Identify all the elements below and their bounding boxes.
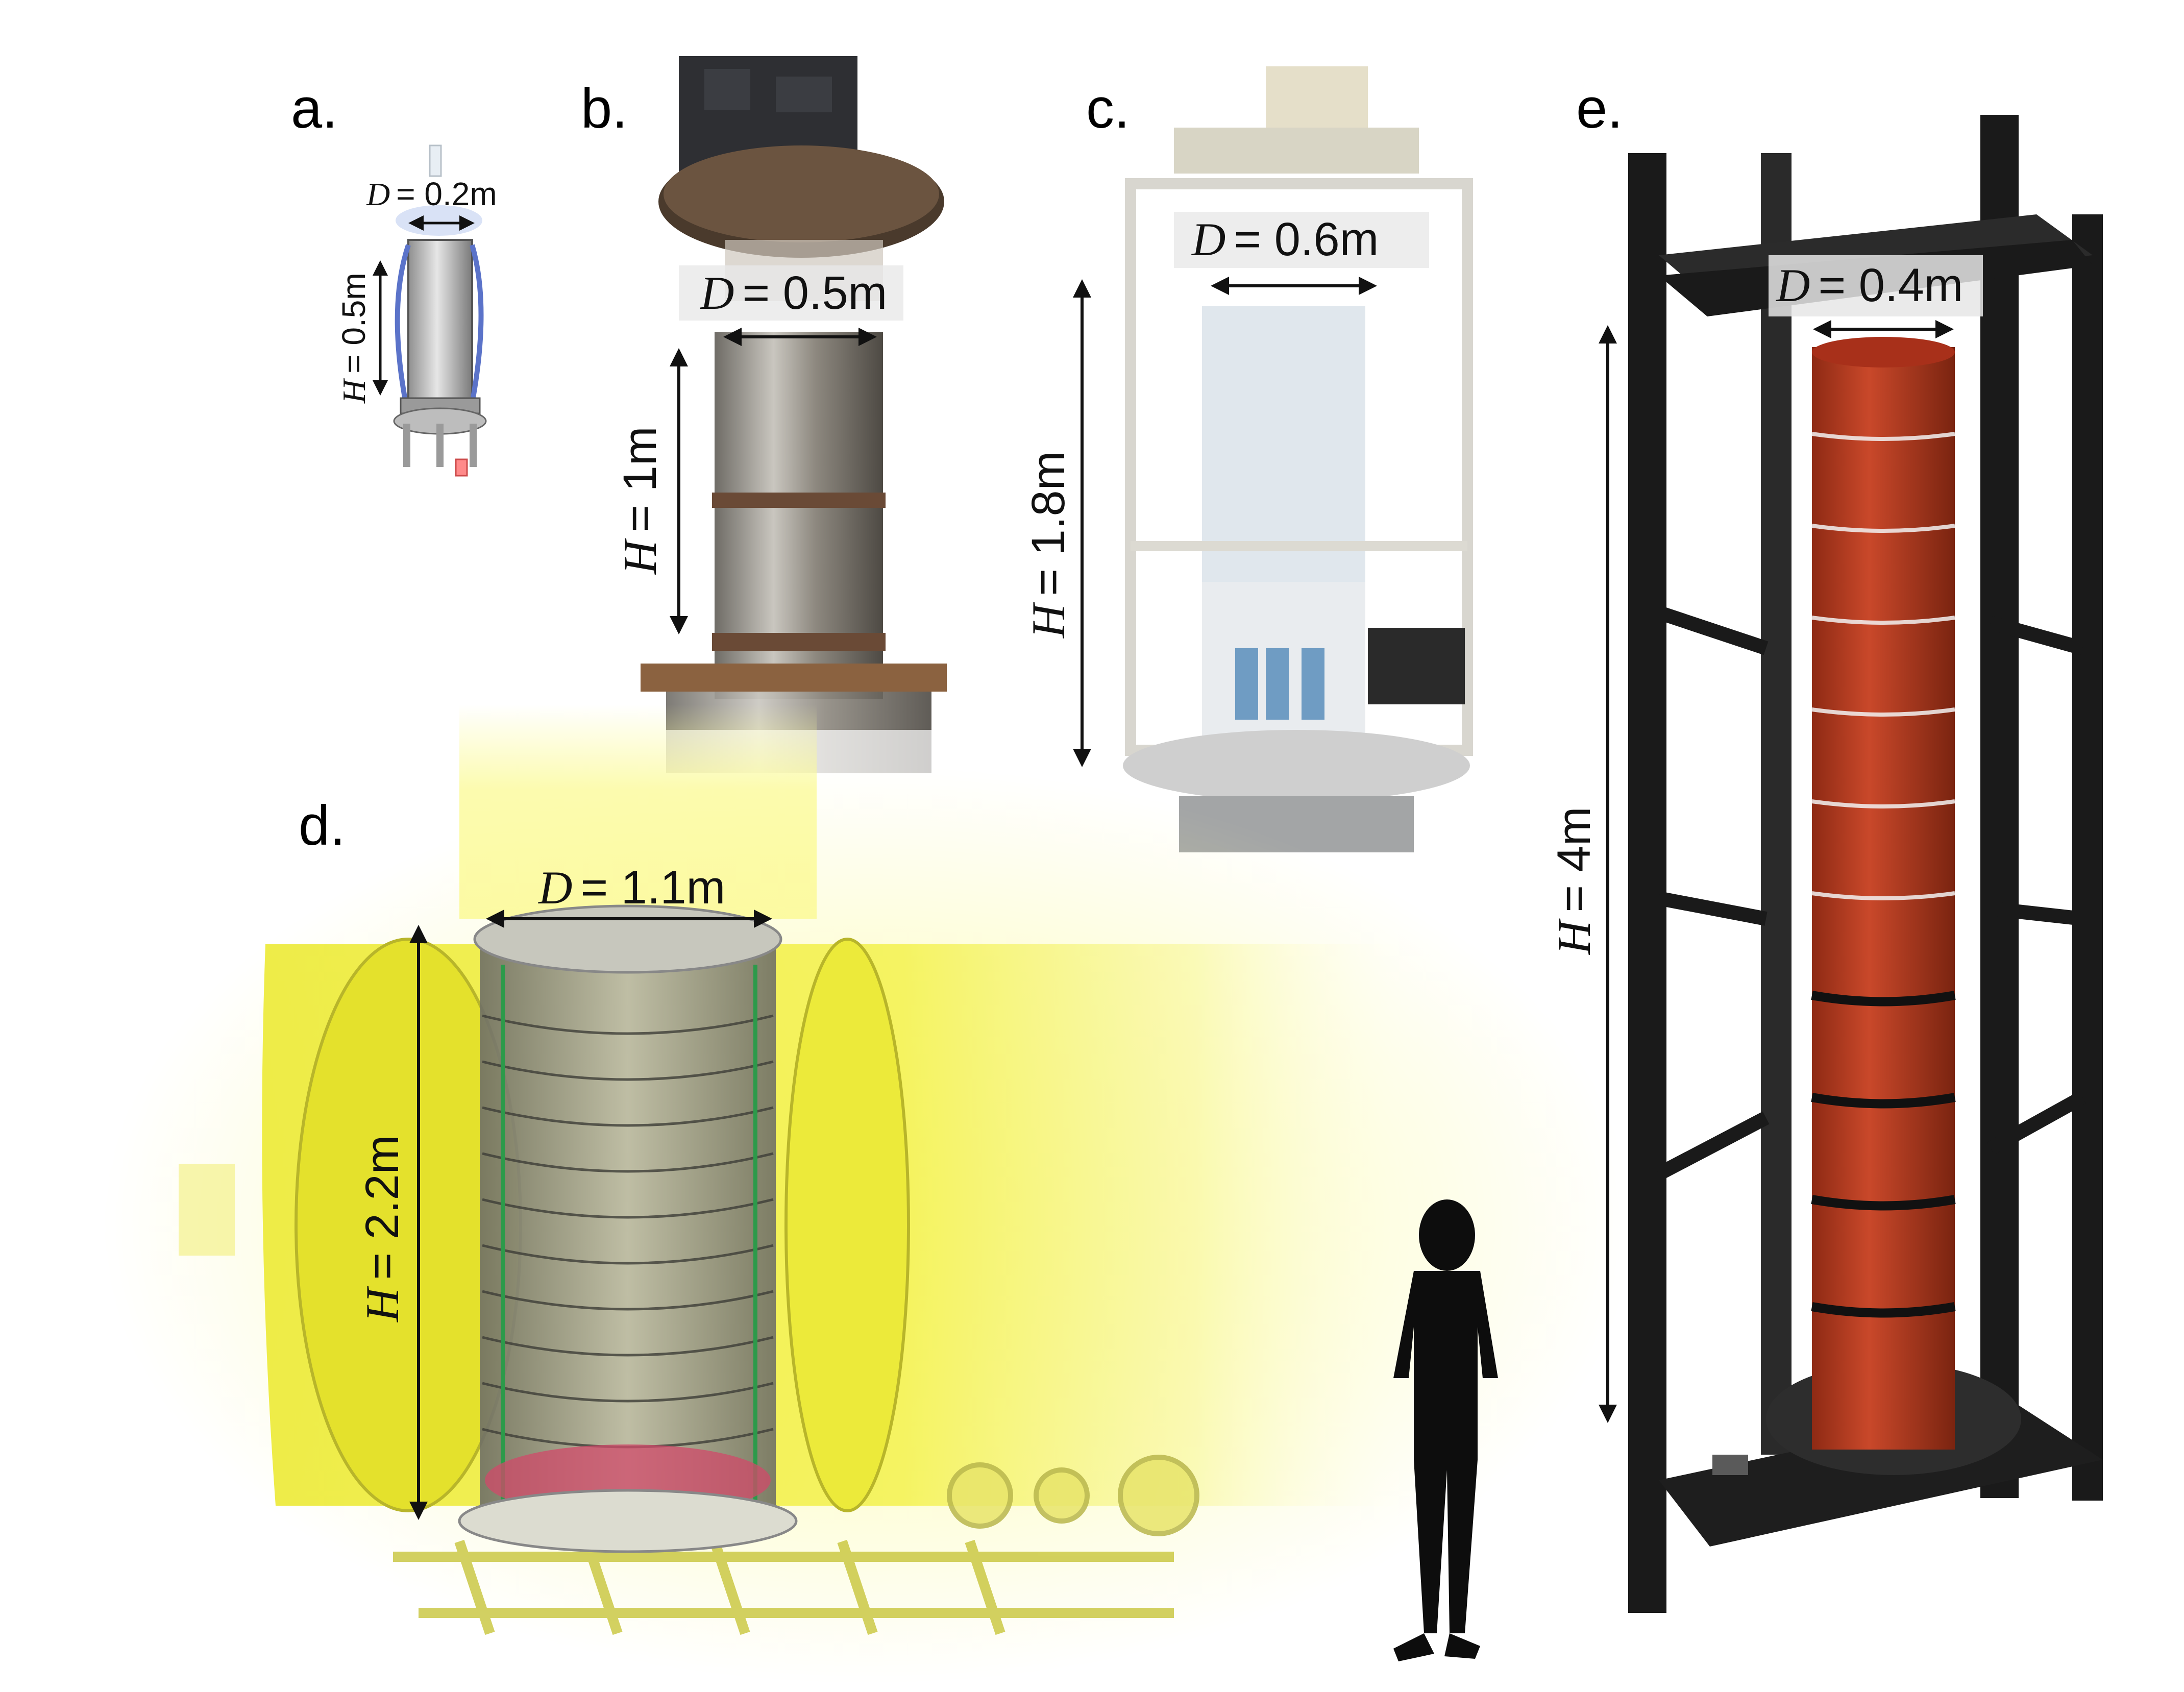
panel-e: e. (1548, 77, 2103, 1613)
panel-c-diameter-label-box (1174, 212, 1429, 268)
panel-b-diameter-label: D= 0.5m (699, 267, 887, 319)
panel-b-letter: b. (581, 77, 628, 140)
person-silhouette-scale-reference (1393, 1199, 1498, 1661)
panel-e-diameter-label-box (1769, 255, 1983, 316)
panel-a-diameter-label: D= 0.2m (366, 176, 497, 212)
panel-a-height-label: H= 0.5m (335, 273, 372, 404)
panel-e-diameter-label: D= 0.4m (1775, 259, 1963, 311)
panel-d: d. (102, 704, 1633, 1684)
panel-c: c. D= 0.6m H= 1.8m (1022, 66, 1473, 852)
panel-d-letter: d. (299, 794, 346, 857)
panel-c-detector-frame-photo (1123, 66, 1473, 852)
panel-e-letter: e. (1576, 77, 1623, 140)
panel-a-letter: a. (291, 77, 338, 140)
panel-d-diameter-label: D= 1.1m (537, 862, 725, 914)
panel-b-cryostat-photo (638, 56, 965, 776)
panel-c-diameter-label: D= 0.6m (1191, 213, 1379, 265)
panel-b-diameter-label-box (679, 265, 903, 321)
panel-a: a. D= 0.2m H= 0.5m (291, 77, 497, 477)
panel-b-height-label: H= 1m (614, 426, 666, 575)
panel-e-height-label: H= 4m (1548, 806, 1600, 955)
panel-a-detector-illustration (393, 144, 487, 477)
panel-c-height-label: H= 1.8m (1022, 451, 1074, 639)
panel-c-letter: c. (1086, 77, 1130, 140)
panel-b: b. D= 0.5m H= 1m (581, 56, 965, 776)
panel-d-tank-illustration (102, 704, 1633, 1684)
panel-e-copper-stack-in-frame (1628, 115, 2103, 1613)
panel-d-height-label: H= 2.2m (356, 1135, 408, 1322)
